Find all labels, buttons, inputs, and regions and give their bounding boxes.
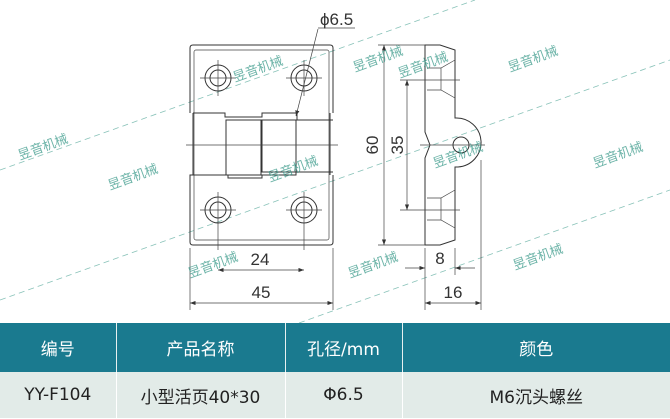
svg-text:昱音机械: 昱音机械 — [506, 43, 560, 76]
header-hole-diameter: 孔径/mm — [285, 323, 403, 372]
hole-diameter-label: ϕ6.5 — [320, 10, 353, 29]
svg-text:昱音机械: 昱音机械 — [346, 249, 400, 282]
header-code: 编号 — [0, 323, 117, 372]
svg-text:昱音机械: 昱音机械 — [511, 241, 565, 274]
cell-hole-diameter: Φ6.5 — [285, 372, 403, 418]
svg-text:昱音机械: 昱音机械 — [266, 153, 320, 186]
dim-35: 35 — [388, 136, 407, 155]
dim-16: 16 — [444, 283, 463, 302]
cell-code: YY-F104 — [0, 372, 117, 418]
dim-60: 60 — [363, 136, 382, 155]
cell-product-name: 小型活页40*30 — [116, 372, 286, 418]
dim-24: 24 — [251, 250, 270, 269]
table-row: YY-F104 小型活页40*30 Φ6.5 M6沉头螺丝 — [0, 372, 670, 418]
watermark-lines — [0, 0, 670, 323]
front-view: ϕ6.5 24 45 — [186, 10, 355, 310]
svg-text:昱音机械: 昱音机械 — [16, 131, 70, 164]
spec-table: 编号 产品名称 孔径/mm 颜色 YY-F104 小型活页40*30 Φ6.5 … — [0, 323, 670, 418]
mounting-holes — [200, 60, 322, 250]
header-product-name: 产品名称 — [116, 323, 286, 372]
svg-text:昱音机械: 昱音机械 — [396, 49, 450, 82]
svg-text:昱音机械: 昱音机械 — [591, 139, 645, 172]
cell-color: M6沉头螺丝 — [402, 372, 670, 418]
header-color: 颜色 — [402, 323, 670, 372]
watermarks: 昱音机械 昱音机械 昱音机械 昱音机械 昱音机械 昱音机械 昱音机械 昱音机械 … — [16, 43, 645, 282]
svg-text:昱音机械: 昱音机械 — [231, 53, 285, 86]
side-view: 60 35 8 16 — [363, 44, 485, 310]
table-header-row: 编号 产品名称 孔径/mm 颜色 — [0, 323, 670, 372]
dim-45: 45 — [252, 283, 271, 302]
svg-text:昱音机械: 昱音机械 — [186, 249, 240, 282]
dim-8: 8 — [435, 249, 444, 268]
hinge-technical-drawing: ϕ6.5 24 45 60 35 8 16 昱音机械 昱音机械 昱音机械 昱音机… — [0, 0, 670, 323]
svg-text:昱音机械: 昱音机械 — [106, 161, 160, 194]
